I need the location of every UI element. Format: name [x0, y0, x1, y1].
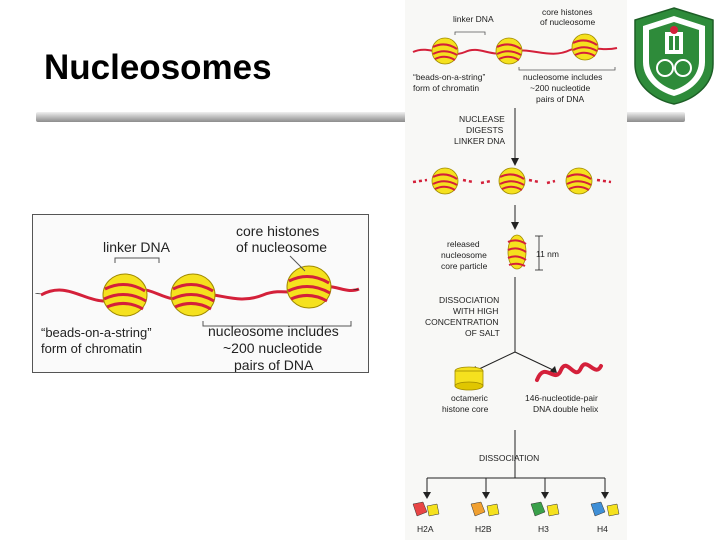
svg-text:146-nucleotide-pair: 146-nucleotide-pair — [525, 393, 598, 403]
svg-text:DISSOCIATION: DISSOCIATION — [439, 295, 499, 305]
nucleosome-bead — [286, 265, 332, 309]
octameric-histone-core-icon — [454, 366, 484, 391]
svg-text:CONCENTRATION: CONCENTRATION — [425, 317, 499, 327]
svg-text:histone core: histone core — [442, 404, 489, 414]
svg-text:LINKER DNA: LINKER DNA — [454, 136, 505, 146]
label-core-histones: of nucleosome — [236, 239, 327, 255]
label-linker-dna: linker DNA — [103, 239, 171, 255]
svg-text:pairs of DNA: pairs of DNA — [536, 94, 585, 104]
nucleosome-bead — [431, 37, 459, 65]
histone-h3-icon — [530, 501, 560, 517]
svg-text:WITH HIGH: WITH HIGH — [453, 306, 498, 316]
dna-end-mark: ~ — [35, 289, 41, 300]
label-core-histones: core histones — [542, 7, 593, 17]
label-11nm: 11 nm — [536, 249, 559, 259]
nucleosome-dissociation-figure: linker DNA core histones of nucleosome “… — [405, 0, 627, 540]
svg-text:NUCLEASE: NUCLEASE — [459, 114, 505, 124]
svg-text:octameric: octameric — [451, 393, 489, 403]
label-nucleosome-includes: ~200 nucleotide — [223, 340, 322, 356]
linker-bracket — [114, 257, 160, 263]
svg-text:OF SALT: OF SALT — [465, 328, 500, 338]
nucleosome-bead — [431, 167, 459, 195]
svg-text:DNA double helix: DNA double helix — [533, 404, 599, 414]
dna-end-mark: ~ — [353, 285, 359, 296]
label-linker-dna: linker DNA — [453, 14, 494, 24]
digested-dna — [412, 178, 612, 185]
dna-double-helix-icon — [535, 362, 603, 382]
histone-h2a-icon — [412, 501, 440, 517]
histone-h4-icon — [590, 501, 620, 517]
label-h3: H3 — [538, 524, 549, 534]
nucleosome-bead — [571, 33, 599, 61]
university-logo-icon — [631, 6, 717, 106]
released-core-particle — [507, 234, 527, 270]
svg-text:released: released — [447, 239, 480, 249]
nucleosome-bead — [498, 167, 526, 195]
label-beads-on-string: form of chromatin — [41, 341, 142, 356]
svg-text:nucleosome: nucleosome — [441, 250, 487, 260]
nucleosome-bead — [102, 273, 148, 317]
nucleosome-bead — [565, 167, 593, 195]
histone-h2b-icon — [470, 501, 500, 517]
svg-text:core particle: core particle — [441, 261, 488, 271]
svg-text:form of chromatin: form of chromatin — [413, 83, 479, 93]
label-core-histones: core histones — [236, 223, 319, 239]
label-h2a: H2A — [417, 524, 434, 534]
label-nucleosome-includes: nucleosome includes — [208, 323, 339, 339]
label-dissociation: DISSOCIATION — [479, 453, 539, 463]
svg-text:~200 nucleotide: ~200 nucleotide — [530, 83, 591, 93]
label-core-histones: of nucleosome — [540, 17, 596, 27]
title-divider-bar — [36, 112, 685, 122]
label-h4: H4 — [597, 524, 608, 534]
label-nucleosome-includes: pairs of DNA — [234, 357, 314, 372]
nucleosome-bead — [170, 273, 216, 317]
svg-text:DIGESTS: DIGESTS — [466, 125, 504, 135]
slide-title: Nucleosomes — [44, 48, 272, 87]
nucleosome-bead — [495, 37, 523, 65]
svg-text:nucleosome includes: nucleosome includes — [523, 72, 602, 82]
beads-on-string-figure: ~ ~ linker DNA core histones of nucleoso… — [32, 214, 369, 373]
label-beads-on-string: “beads-on-a-string” — [41, 325, 152, 340]
svg-text:“beads-on-a-string”: “beads-on-a-string” — [413, 72, 485, 82]
pointer-line — [289, 255, 306, 272]
label-h2b: H2B — [475, 524, 492, 534]
nucleosome-bracket — [202, 321, 352, 327]
